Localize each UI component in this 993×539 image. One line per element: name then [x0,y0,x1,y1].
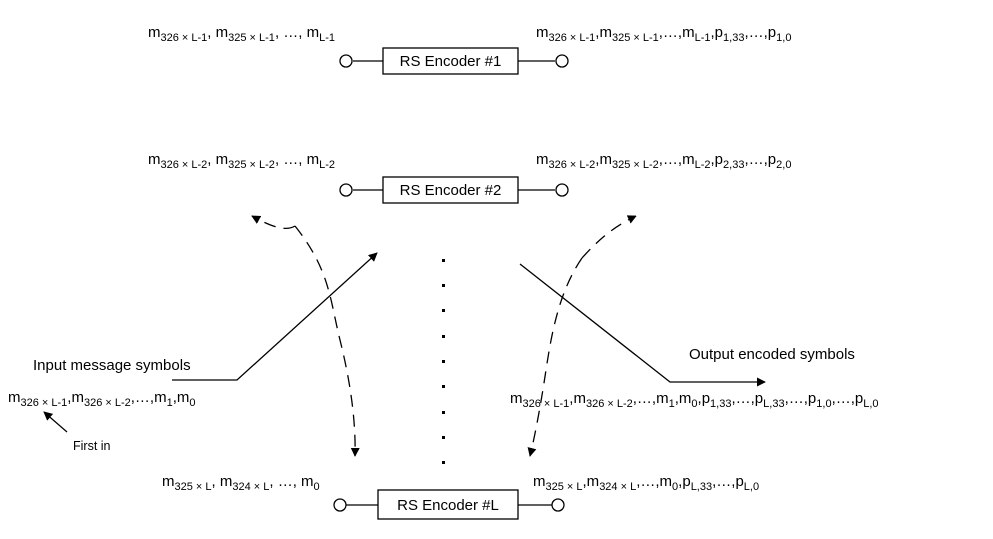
encoder-2: m326 × L-2, m325 × L-2, …, mL-2 RS Encod… [148,151,791,204]
encoder-1-output-sequence: m326 × L-1,m325 × L-1,…,mL-1,p1,33,…,p1,… [536,24,791,44]
encoder-1-output-port [555,54,569,68]
output-arrow [519,263,766,387]
ellipsis-dot [442,436,445,439]
encoder-1: m326 × L-1, m325 × L-1, …, mL-1 RS Encod… [148,24,791,75]
encoder-1-input-sequence: m326 × L-1, m325 × L-1, …, mL-1 [148,24,335,44]
input-stream: m326 × L-1,m326 × L-2,…,m1,m0 [8,389,196,409]
output-side: Output encoded symbols m326 × L-1,m326 ×… [510,215,879,457]
encoder-2-label: RS Encoder #2 [400,182,502,199]
encoder-L-input-sequence: m325 × L, m324 × L, …, m0 [162,473,320,493]
encoder-2-input-sequence: m326 × L-2, m325 × L-2, …, mL-2 [148,151,335,171]
encoder-L: m325 × L, m324 × L, …, m0 RS Encoder #L … [162,473,759,520]
encoder-L-output-port [551,498,565,512]
ellipsis-dot [442,461,445,464]
encoder-2-output-port [555,183,569,197]
input-side: Input message symbols m326 × L-1,m326 × … [8,215,378,457]
encoder-1-input-port [339,54,353,68]
encoder-2-output-sequence: m326 × L-2,m325 × L-2,…,mL-2,p2,33,…,p2,… [536,151,791,171]
ellipsis-dot [442,385,445,388]
encoder-2-input-port [339,183,353,197]
output-dashed-arrow-down [527,257,583,457]
input-label: Input message symbols [33,357,191,374]
first-in-arrow [43,411,68,433]
output-dashed-arrow-up [581,215,637,259]
encoder-1-label: RS Encoder #1 [400,53,502,70]
encoder-L-box [377,489,519,520]
ellipsis-dot [442,309,445,312]
input-arrow [172,252,378,381]
ellipsis-dot [442,411,445,414]
encoder-2-box [382,176,519,204]
output-stream: m326 × L-1,m326 × L-2,…,m1,m0,p1,33,…,pL… [510,390,879,410]
ellipsis-dot [442,284,445,287]
first-in-label: First in [73,439,111,453]
vertical-ellipsis [442,259,445,464]
encoder-L-label: RS Encoder #L [397,497,499,514]
ellipsis-dot [442,259,445,262]
ellipsis-dot [442,335,445,338]
ellipsis-dot [442,360,445,363]
output-label: Output encoded symbols [689,346,855,363]
encoder-L-input-port [333,498,347,512]
input-dashed-arrow-up [251,215,296,230]
encoder-L-output-sequence: m325 × L,m324 × L,…,m0,pL,33,…,pL,0 [533,473,759,493]
input-dashed-arrow-down [294,225,360,457]
